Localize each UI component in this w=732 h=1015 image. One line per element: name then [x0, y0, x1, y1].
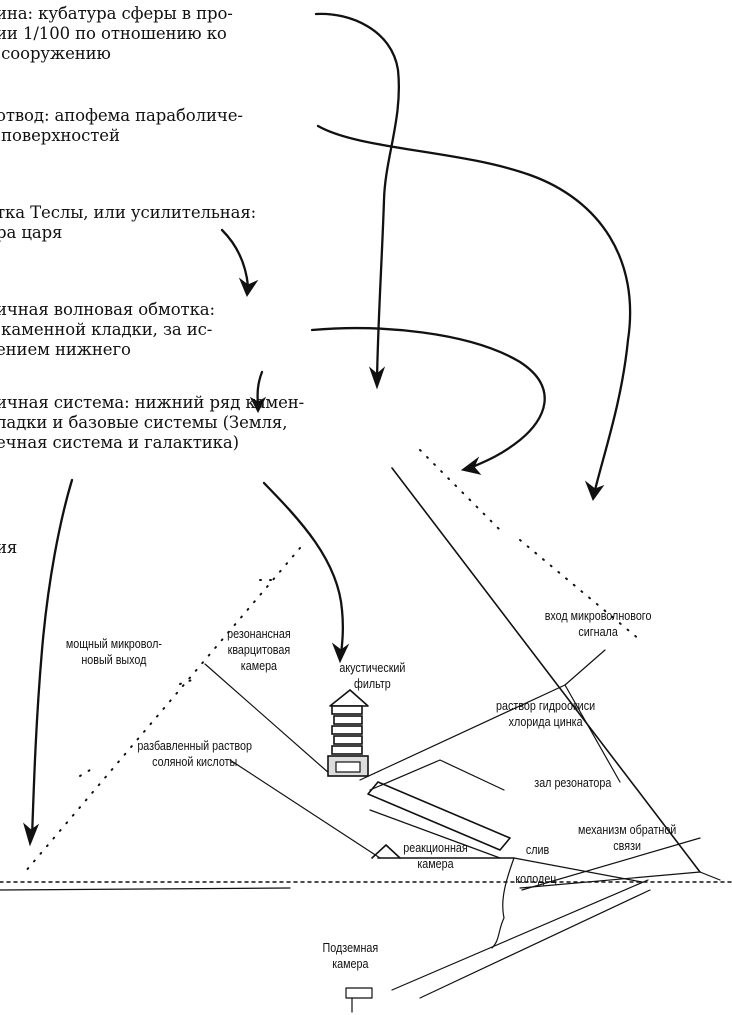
descending-shaft — [513, 837, 701, 891]
arrow-winding-head — [460, 456, 482, 475]
output-shaft-left — [204, 663, 331, 775]
pyramid-outline — [0, 467, 732, 891]
label-feedback: механизм обратной связи — [578, 823, 677, 853]
label-resonator-hall: зал резонатора — [534, 776, 612, 790]
arrow-parabolic-head — [584, 480, 605, 502]
caption-parabolic: отвод: апофема параболиче- поверхностей — [0, 106, 243, 145]
lower-descending — [391, 879, 651, 999]
arrow-base-small-head — [249, 396, 267, 414]
stack-roof — [329, 689, 369, 707]
arrow-parabolic — [316, 124, 632, 492]
arrow-left-long-head — [23, 822, 40, 847]
grand-gallery-top — [369, 759, 505, 791]
output-shaft-left-2 — [229, 759, 381, 859]
label-acoustic-filter: акустический фильтр — [339, 661, 406, 691]
stack-layer — [331, 745, 363, 755]
arrow-acoustic-head — [331, 642, 350, 664]
mark-2 — [179, 679, 193, 685]
arrow-winding — [310, 326, 546, 470]
pyramid-right-face — [391, 467, 701, 873]
queen-chamber-roof — [371, 844, 401, 859]
label-microwave-input: вход микроволнового сигнала — [544, 609, 652, 639]
arrow-acoustic — [262, 481, 344, 657]
caption-winding: ичная волновая обмотка: каменной кладки,… — [0, 300, 215, 359]
stack-layer — [331, 725, 363, 735]
passages — [204, 649, 721, 1013]
kings-chamber-inner — [335, 761, 361, 773]
pyramid-left-face — [24, 547, 301, 873]
well-shaft — [491, 857, 515, 949]
arrow-capstone — [314, 12, 400, 382]
label-acid-solution: разбавленный раствор соляной кислоты — [137, 739, 252, 769]
label-zinc-solution: раствор гидроокиси хлорида цинка — [496, 699, 596, 729]
grand-gallery-bottom — [369, 809, 501, 859]
dotted-marks — [79, 449, 641, 777]
grand-gallery-box — [367, 781, 511, 851]
ground-line-2 — [0, 871, 701, 891]
caption-base: ичная система: нижний ряд камен- ладки и… — [0, 393, 305, 452]
arrow-king-chamber — [220, 228, 250, 288]
pointer-arrows — [23, 12, 632, 847]
left-triangle-side — [699, 871, 721, 881]
label-drain: слив — [525, 843, 550, 857]
label-well: колодец — [515, 872, 557, 886]
subterranean-chamber — [345, 987, 373, 999]
label-microwave-output: мощный микровол- новый выход — [65, 637, 162, 667]
label-reaction-chamber: реакционная камера — [403, 841, 468, 871]
resonant-chamber-stack — [327, 689, 369, 777]
stack-layer — [333, 715, 363, 725]
caption-tesla: тка Теслы, или усилительная: ра царя — [0, 203, 257, 242]
stack-layer — [331, 705, 363, 715]
label-underground: Подземная камера — [322, 941, 379, 971]
arrow-capstone-head — [368, 366, 386, 390]
feedback-line — [564, 684, 621, 783]
arrow-left-long — [30, 478, 74, 840]
arrow-king-chamber-head — [238, 277, 259, 298]
label-resonant-chamber: резонансная кварцитовая камера — [227, 627, 291, 673]
caption-capstone: ина: кубатура сферы в про- ии 1/100 по о… — [0, 4, 233, 63]
mark-3 — [79, 769, 91, 777]
stack-layer — [333, 735, 363, 745]
mark-4 — [419, 449, 641, 641]
caption-cut-fragment: ия — [0, 538, 18, 557]
